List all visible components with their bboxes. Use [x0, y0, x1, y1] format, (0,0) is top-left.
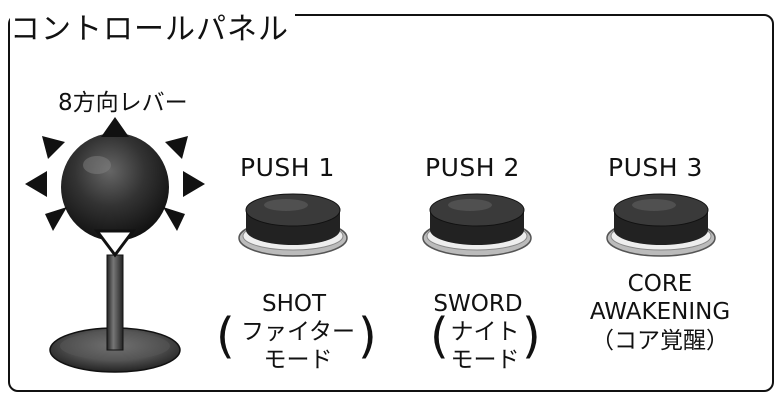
- push2-label: PUSH 2: [425, 153, 520, 182]
- push2-mode-line2: モード: [450, 347, 520, 373]
- arrow-up-left-icon: [42, 136, 65, 159]
- panel-title: コントロールパネル: [10, 10, 295, 50]
- paren-open: (: [216, 308, 235, 364]
- joystick-ball-icon[interactable]: [61, 133, 169, 241]
- arrow-down-right-icon: [163, 207, 185, 231]
- paren-open: (: [430, 308, 449, 364]
- arrow-right-icon: [183, 171, 205, 197]
- push1-mode-line2: モード: [263, 347, 333, 373]
- push1-function: SHOT: [261, 291, 327, 317]
- push2-function: SWORD: [433, 291, 523, 317]
- push1-button[interactable]: [236, 190, 350, 260]
- lever-label: 8方向レバー: [58, 90, 188, 116]
- arrow-left-icon: [25, 171, 47, 197]
- push1-label: PUSH 1: [240, 153, 335, 182]
- paren-close: ): [522, 308, 541, 364]
- joystick-shaft: [106, 254, 124, 351]
- push3-function-line3: （コア覚醒）: [591, 328, 729, 354]
- push3-button[interactable]: [604, 190, 718, 260]
- push2-button[interactable]: [420, 190, 534, 260]
- push3-function-line2: AWAKENING: [589, 299, 731, 325]
- down-arrow-outline-icon: [94, 229, 136, 258]
- paren-close: ): [358, 308, 377, 364]
- arrow-up-right-icon: [165, 136, 188, 159]
- arrow-down-left-icon: [45, 207, 67, 231]
- push2-mode-line1: ナイト: [450, 319, 520, 345]
- control-panel-frame: コントロールパネル: [8, 10, 774, 392]
- push3-function-line1: CORE: [627, 271, 693, 297]
- push3-label: PUSH 3: [608, 153, 703, 182]
- push1-mode-line1: ファイター: [240, 319, 356, 345]
- arrow-up-icon: [101, 117, 129, 137]
- joystick-icon[interactable]: [15, 115, 215, 395]
